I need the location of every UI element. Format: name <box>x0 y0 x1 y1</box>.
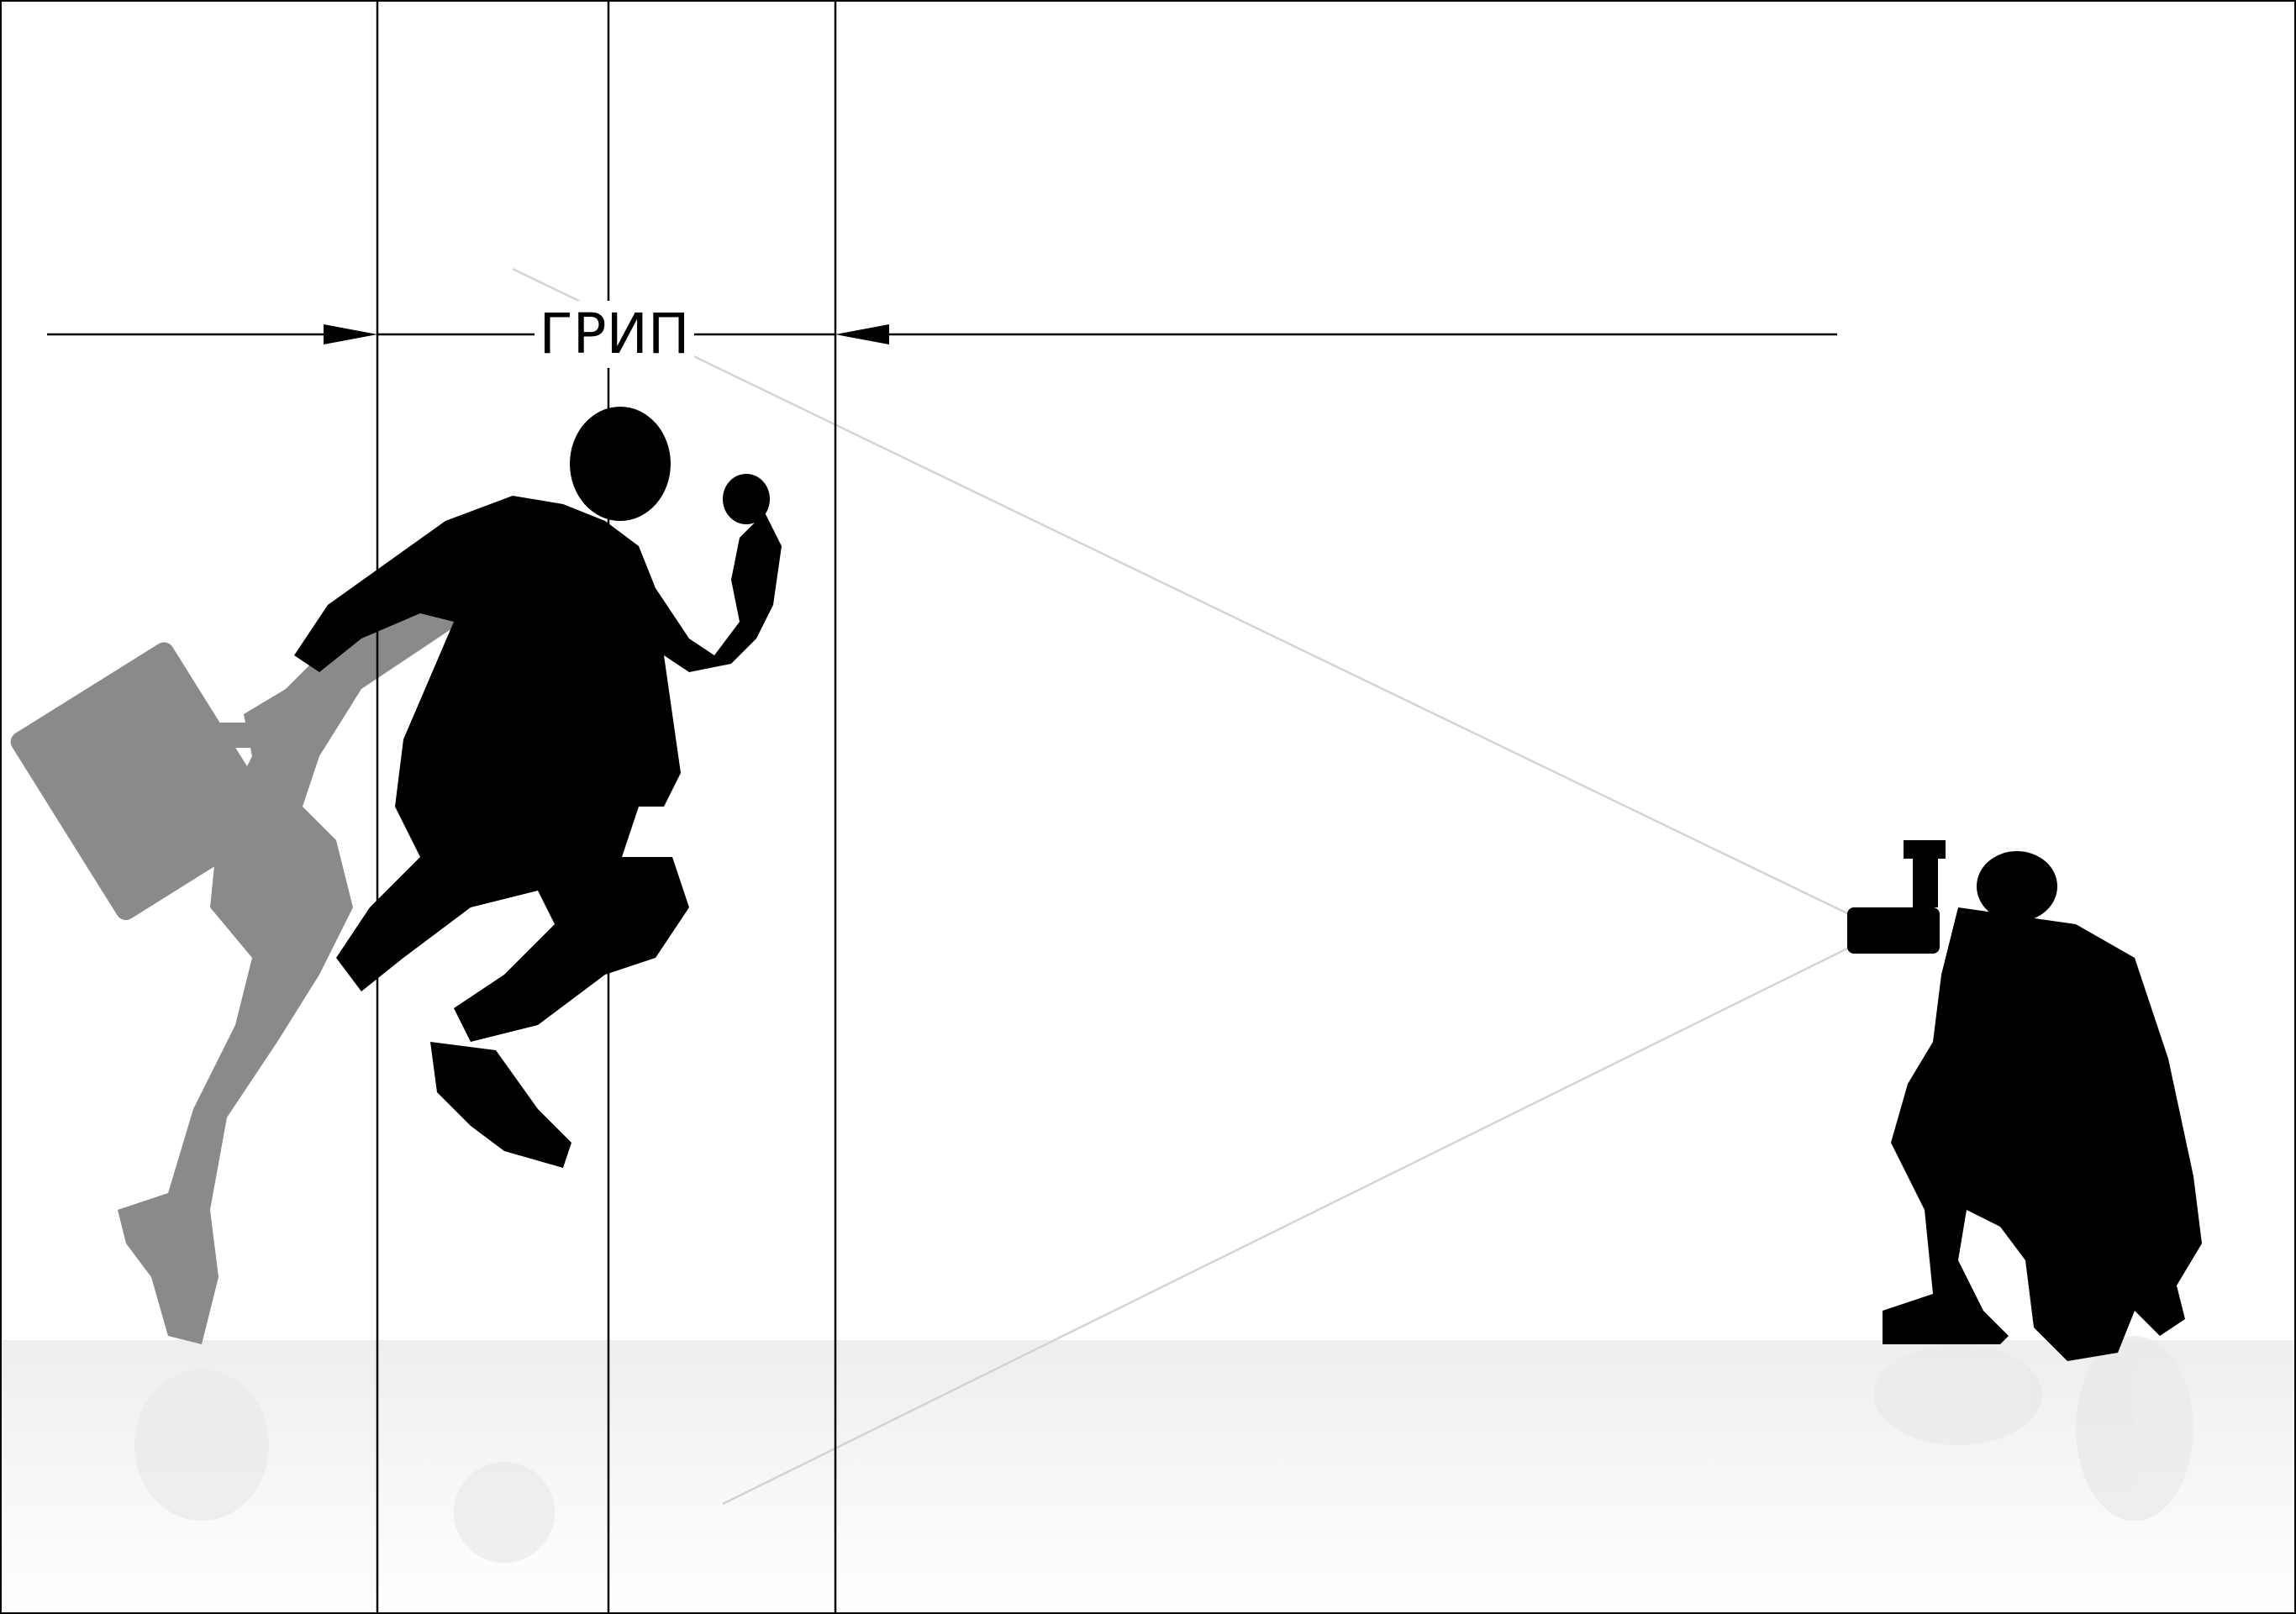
arrow-right-icon <box>324 324 377 344</box>
running-businessman-icon <box>294 407 782 1168</box>
dof-label: ГРИП <box>535 301 694 368</box>
dof-dimension-line <box>47 324 1837 344</box>
camera-icon <box>1847 907 1940 954</box>
kneeling-photographer-icon <box>1847 840 2202 1361</box>
sight-lines <box>513 269 1849 1504</box>
arrow-left-icon <box>835 324 889 344</box>
